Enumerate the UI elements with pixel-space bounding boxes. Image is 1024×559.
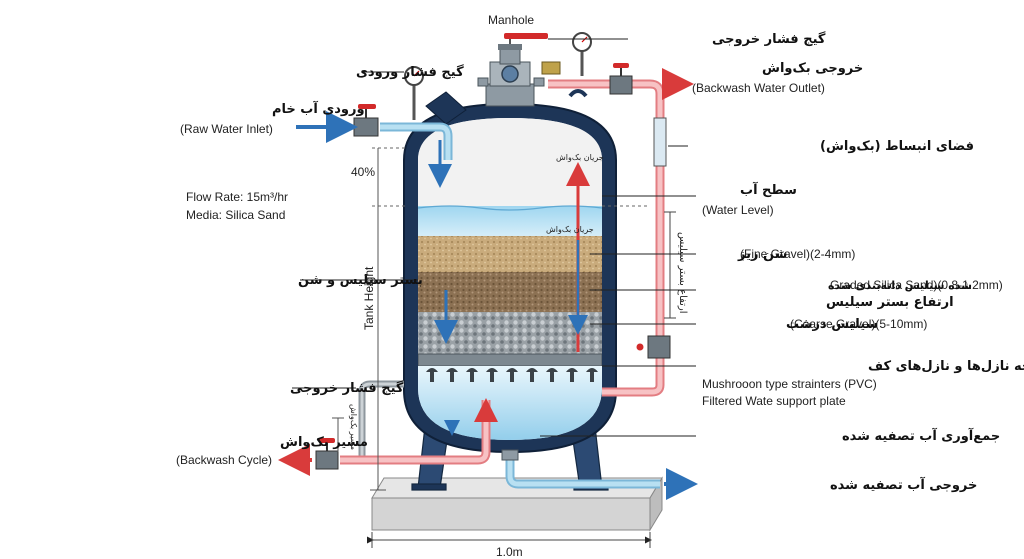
nozzle-2 xyxy=(446,368,458,382)
nozzle-4 xyxy=(486,368,498,382)
raw-water-inlet-pipe xyxy=(296,104,453,160)
fine-gravel-layer xyxy=(418,236,602,272)
left-dimensions xyxy=(332,147,650,491)
collection-label: جمع‌آوری آب تصفیه شده xyxy=(842,427,1000,444)
backwash-cycle-valve xyxy=(315,450,339,470)
water-layer xyxy=(418,206,602,238)
nozzle-plate-fa: صفحه نازل‌ها و نازل‌های کف xyxy=(868,359,1024,374)
nozzle-3 xyxy=(466,368,478,382)
water-level-fa: سطح آب xyxy=(740,181,797,198)
nozzle-1 xyxy=(426,368,438,382)
backwash-cycle-en: (Backwash Cycle) xyxy=(176,453,272,467)
outlet-pressure-gauge-icon xyxy=(572,32,592,76)
outlet-gauge-bottom-label: گیج فشار خروجی xyxy=(290,380,404,396)
backwash-flow-label-1: جریان بک‌واش xyxy=(556,153,604,162)
graded-silica-en: Graded Silica Sand)(0.8-1.2mm) xyxy=(830,278,1003,292)
backwash-outlet-pipe xyxy=(548,63,694,397)
support-plate xyxy=(418,353,602,367)
backwash-flow-label-2: جریان بک‌واش xyxy=(546,225,594,234)
lower-left-pipe xyxy=(358,380,404,456)
manhole-label: Manhole xyxy=(488,13,534,27)
leader-lines xyxy=(292,38,696,437)
silica-gravel-bed-label: بستر سیلیس و شن xyxy=(298,273,423,288)
text-labels: Manhole گیج فشار خروجی گیج فشار ورودی ور… xyxy=(176,13,1024,559)
inlet-pressure-gauge-icon xyxy=(404,66,424,120)
media-label: Media: Silica Sand xyxy=(186,208,285,222)
inlet-gauge-label: گیج فشار ورودی xyxy=(356,64,464,80)
expansion-dimension xyxy=(664,211,676,319)
nozzle-7 xyxy=(546,368,558,382)
nozzle-8 xyxy=(566,368,578,382)
raw-water-inlet-fa: ورودی آب خام xyxy=(272,100,365,117)
sight-glass xyxy=(653,117,667,167)
percent-label: 40% xyxy=(351,165,375,179)
coarse-gravel-en: (Coarse Gravel)(5-10mm) xyxy=(790,317,927,331)
backwash-outlet-fa: خروجی بک‌واش xyxy=(762,61,863,76)
backwash-outlet-en: (Backwash Water Outlet) xyxy=(692,81,825,95)
flow-rate-label: Flow Rate: 15m³/hr xyxy=(186,190,288,204)
lower-right-valve xyxy=(647,335,671,359)
nozzle-9 xyxy=(586,368,598,382)
width-dimension xyxy=(367,532,652,548)
backwash-outlet-valve xyxy=(609,75,633,95)
manhole-assembly xyxy=(477,33,561,107)
backwash-vertical-label: مسیر بک‌واش xyxy=(349,404,358,450)
fine-gravel-en: (Fine Gravel)(2-4mm) xyxy=(740,247,855,261)
width-label: 1.0m xyxy=(496,545,523,559)
tank-height-label: Tank Height xyxy=(362,266,376,330)
top-nozzles xyxy=(425,89,588,125)
expansion-vertical-label: ارتفاع بستر سیلیس xyxy=(677,232,688,314)
outlet-gauge-top-label: گیج فشار خروجی xyxy=(712,31,826,47)
treated-outlet-label: خروجی آب تصفیه شده xyxy=(830,476,977,493)
nozzle-plate-en1: Mushrooon type strainters (PVC) xyxy=(702,377,877,391)
coarse-gravel-fa: سیلیس درشت xyxy=(786,317,878,332)
graded-silica-fa: شده سیلیس دانه‌بندی شده xyxy=(828,279,972,292)
backwash-cycle-pipe xyxy=(278,400,491,476)
nozzle-plate-en2: Filtered Wate support plate xyxy=(702,394,846,408)
water-level-en: (Water Level) xyxy=(702,203,774,217)
nozzle-5 xyxy=(506,368,518,382)
backwash-cycle-fa: مسیر بک‌واش xyxy=(280,435,368,450)
expansion-space-label: فضای انبساط (بک‌واش) xyxy=(820,139,974,154)
internal-flow-arrows xyxy=(428,140,590,436)
bed-height-label: ارتفاع بستر سیلیس xyxy=(826,295,954,310)
mushroom-nozzles xyxy=(426,368,598,382)
treated-water-outlet-pipe xyxy=(501,449,698,500)
inlet-valve xyxy=(353,117,379,137)
nozzle-6 xyxy=(526,368,538,382)
graded-silica-sand-layer xyxy=(418,272,602,312)
fine-gravel-fa: شن ریز xyxy=(737,247,787,262)
raw-water-inlet-en: (Raw Water Inlet) xyxy=(180,122,273,136)
filter-media-layers xyxy=(418,118,602,440)
